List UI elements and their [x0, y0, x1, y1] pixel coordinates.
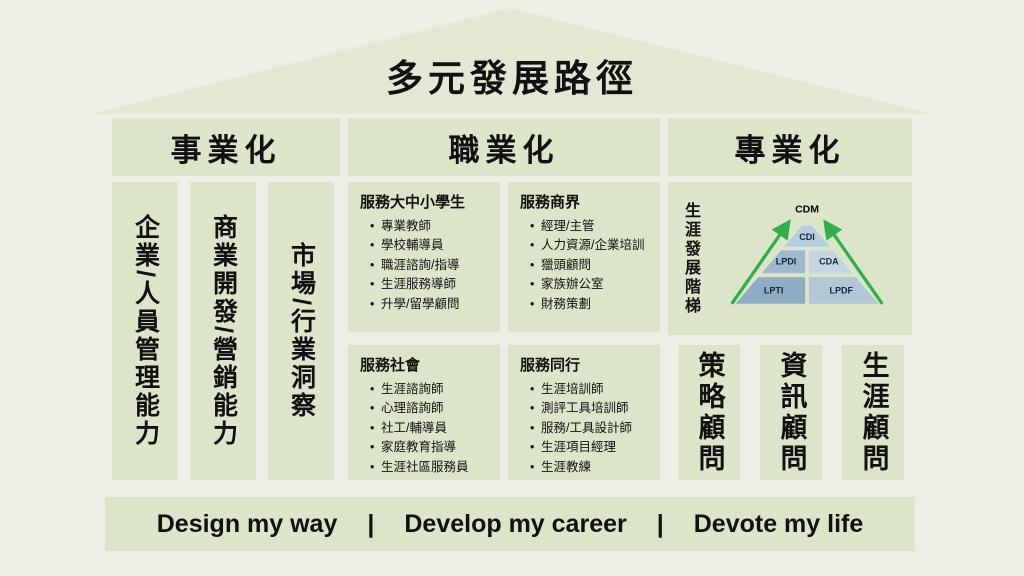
pyramid-label-lpdf: LPDF: [829, 285, 853, 295]
slogan-design: Design my way: [156, 509, 338, 538]
slogan-develop: Develop my career: [404, 509, 627, 538]
list-item: 生涯培訓師: [530, 380, 650, 400]
header-professional: 專業化: [668, 118, 912, 176]
service-box-title: 服務商界: [520, 194, 581, 211]
service-box-title: 服務大中小學生: [360, 194, 466, 211]
pyramid-label-cdi: CDI: [799, 231, 815, 241]
list-item: 生涯社區服務員: [370, 458, 490, 478]
career-ladder-box: 生涯發展階梯 CDM CDI LPDI: [668, 182, 912, 335]
pyramid-peak-label: CDM: [795, 204, 819, 215]
list-item: 生涯服務導師: [370, 275, 490, 295]
consultant-box-information: 資訊顧問: [760, 345, 822, 480]
service-list: 生涯培訓師 測評工具培訓師 服務/工具設計師 生涯項目經理 生涯教練: [520, 380, 650, 477]
list-item: 升學/留學顧問: [370, 295, 490, 315]
list-item: 生涯諮詢師: [370, 380, 490, 400]
list-item: 學校輔導員: [370, 236, 490, 256]
pyramid-level-lpti: [735, 276, 806, 304]
capability-box-enterprise: 企業/人員管理能力: [112, 182, 178, 480]
slogan-bar: Design my way | Develop my career | Devo…: [105, 497, 915, 551]
list-item: 人力資源/企業培訓: [530, 236, 650, 256]
list-item: 經理/主管: [530, 217, 650, 237]
header-occupation: 職業化: [348, 118, 660, 176]
service-box-title: 服務同行: [520, 357, 581, 374]
capability-label: 商業開發/營銷能力: [209, 214, 238, 448]
list-item: 職涯諮詢/指導: [370, 256, 490, 276]
list-item: 服務/工具設計師: [530, 419, 650, 439]
capability-box-business-dev: 商業開發/營銷能力: [190, 182, 256, 480]
list-item: 社工/輔導員: [370, 419, 490, 439]
consultant-box-career: 生涯顧問: [842, 345, 904, 480]
arrow-up-right: [823, 218, 884, 305]
slogan-separator: |: [656, 509, 664, 538]
list-item: 獵頭顧問: [530, 256, 650, 276]
list-item: 生涯項目經理: [530, 438, 650, 458]
service-box-business: 服務商界 經理/主管 人力資源/企業培訓 獵頭顧問 家族辦公室 財務策劃: [508, 182, 660, 332]
service-box-title: 服務社會: [360, 357, 421, 374]
slogan-separator: |: [367, 509, 375, 538]
consultant-label: 生涯顧問: [858, 350, 889, 475]
pyramid-diagram: CDM CDI LPDI CDA LPTI LPDF: [706, 188, 908, 329]
list-item: 測評工具培訓師: [530, 399, 650, 419]
header-career: 事業化: [112, 118, 340, 176]
list-item: 生涯教練: [530, 458, 650, 478]
list-item: 專業教師: [370, 217, 490, 237]
arrow-up-left: [730, 218, 791, 305]
list-item: 心理諮詢師: [370, 399, 490, 419]
capability-label: 企業/人員管理能力: [131, 214, 160, 448]
consultant-label: 資訊顧問: [776, 350, 807, 475]
service-box-society: 服務社會 生涯諮詢師 心理諮詢師 社工/輔導員 家庭教育指導 生涯社區服務員: [348, 345, 500, 480]
list-item: 家庭教育指導: [370, 438, 490, 458]
career-ladder-label: 生涯發展階梯: [682, 201, 699, 316]
service-list: 生涯諮詢師 心理諮詢師 社工/輔導員 家庭教育指導 生涯社區服務員: [360, 380, 490, 477]
service-box-students: 服務大中小學生 專業教師 學校輔導員 職涯諮詢/指導 生涯服務導師 升學/留學顧…: [348, 182, 500, 332]
service-box-peers: 服務同行 生涯培訓師 測評工具培訓師 服務/工具設計師 生涯項目經理 生涯教練: [508, 345, 660, 480]
capability-box-market-insight: 市場/行業洞察: [268, 182, 334, 480]
slogan-devote: Devote my life: [693, 509, 864, 538]
service-list: 經理/主管 人力資源/企業培訓 獵頭顧問 家族辦公室 財務策劃: [520, 217, 650, 314]
pyramid-level-lpdi: [761, 249, 806, 273]
pyramid-level-cdi: [784, 225, 830, 247]
pyramid-level-lpdf: [808, 276, 879, 304]
list-item: 財務策劃: [530, 295, 650, 315]
list-item: 家族辦公室: [530, 275, 650, 295]
pyramid-svg: CDM CDI LPDI CDA LPTI LPDF: [730, 204, 884, 305]
service-list: 專業教師 學校輔導員 職涯諮詢/指導 生涯服務導師 升學/留學顧問: [360, 217, 490, 314]
pyramid-label-cda: CDA: [819, 256, 839, 266]
pyramid-label-lpti: LPTI: [764, 285, 784, 295]
pyramid-label-lpdi: LPDI: [776, 256, 797, 266]
consultant-label: 策略顧問: [694, 350, 725, 475]
capability-label: 市場/行業洞察: [287, 242, 316, 420]
consultant-box-strategy: 策略顧問: [678, 345, 740, 480]
page-title: 多元發展路徑: [386, 58, 638, 99]
pyramid-level-cda: [808, 249, 853, 273]
